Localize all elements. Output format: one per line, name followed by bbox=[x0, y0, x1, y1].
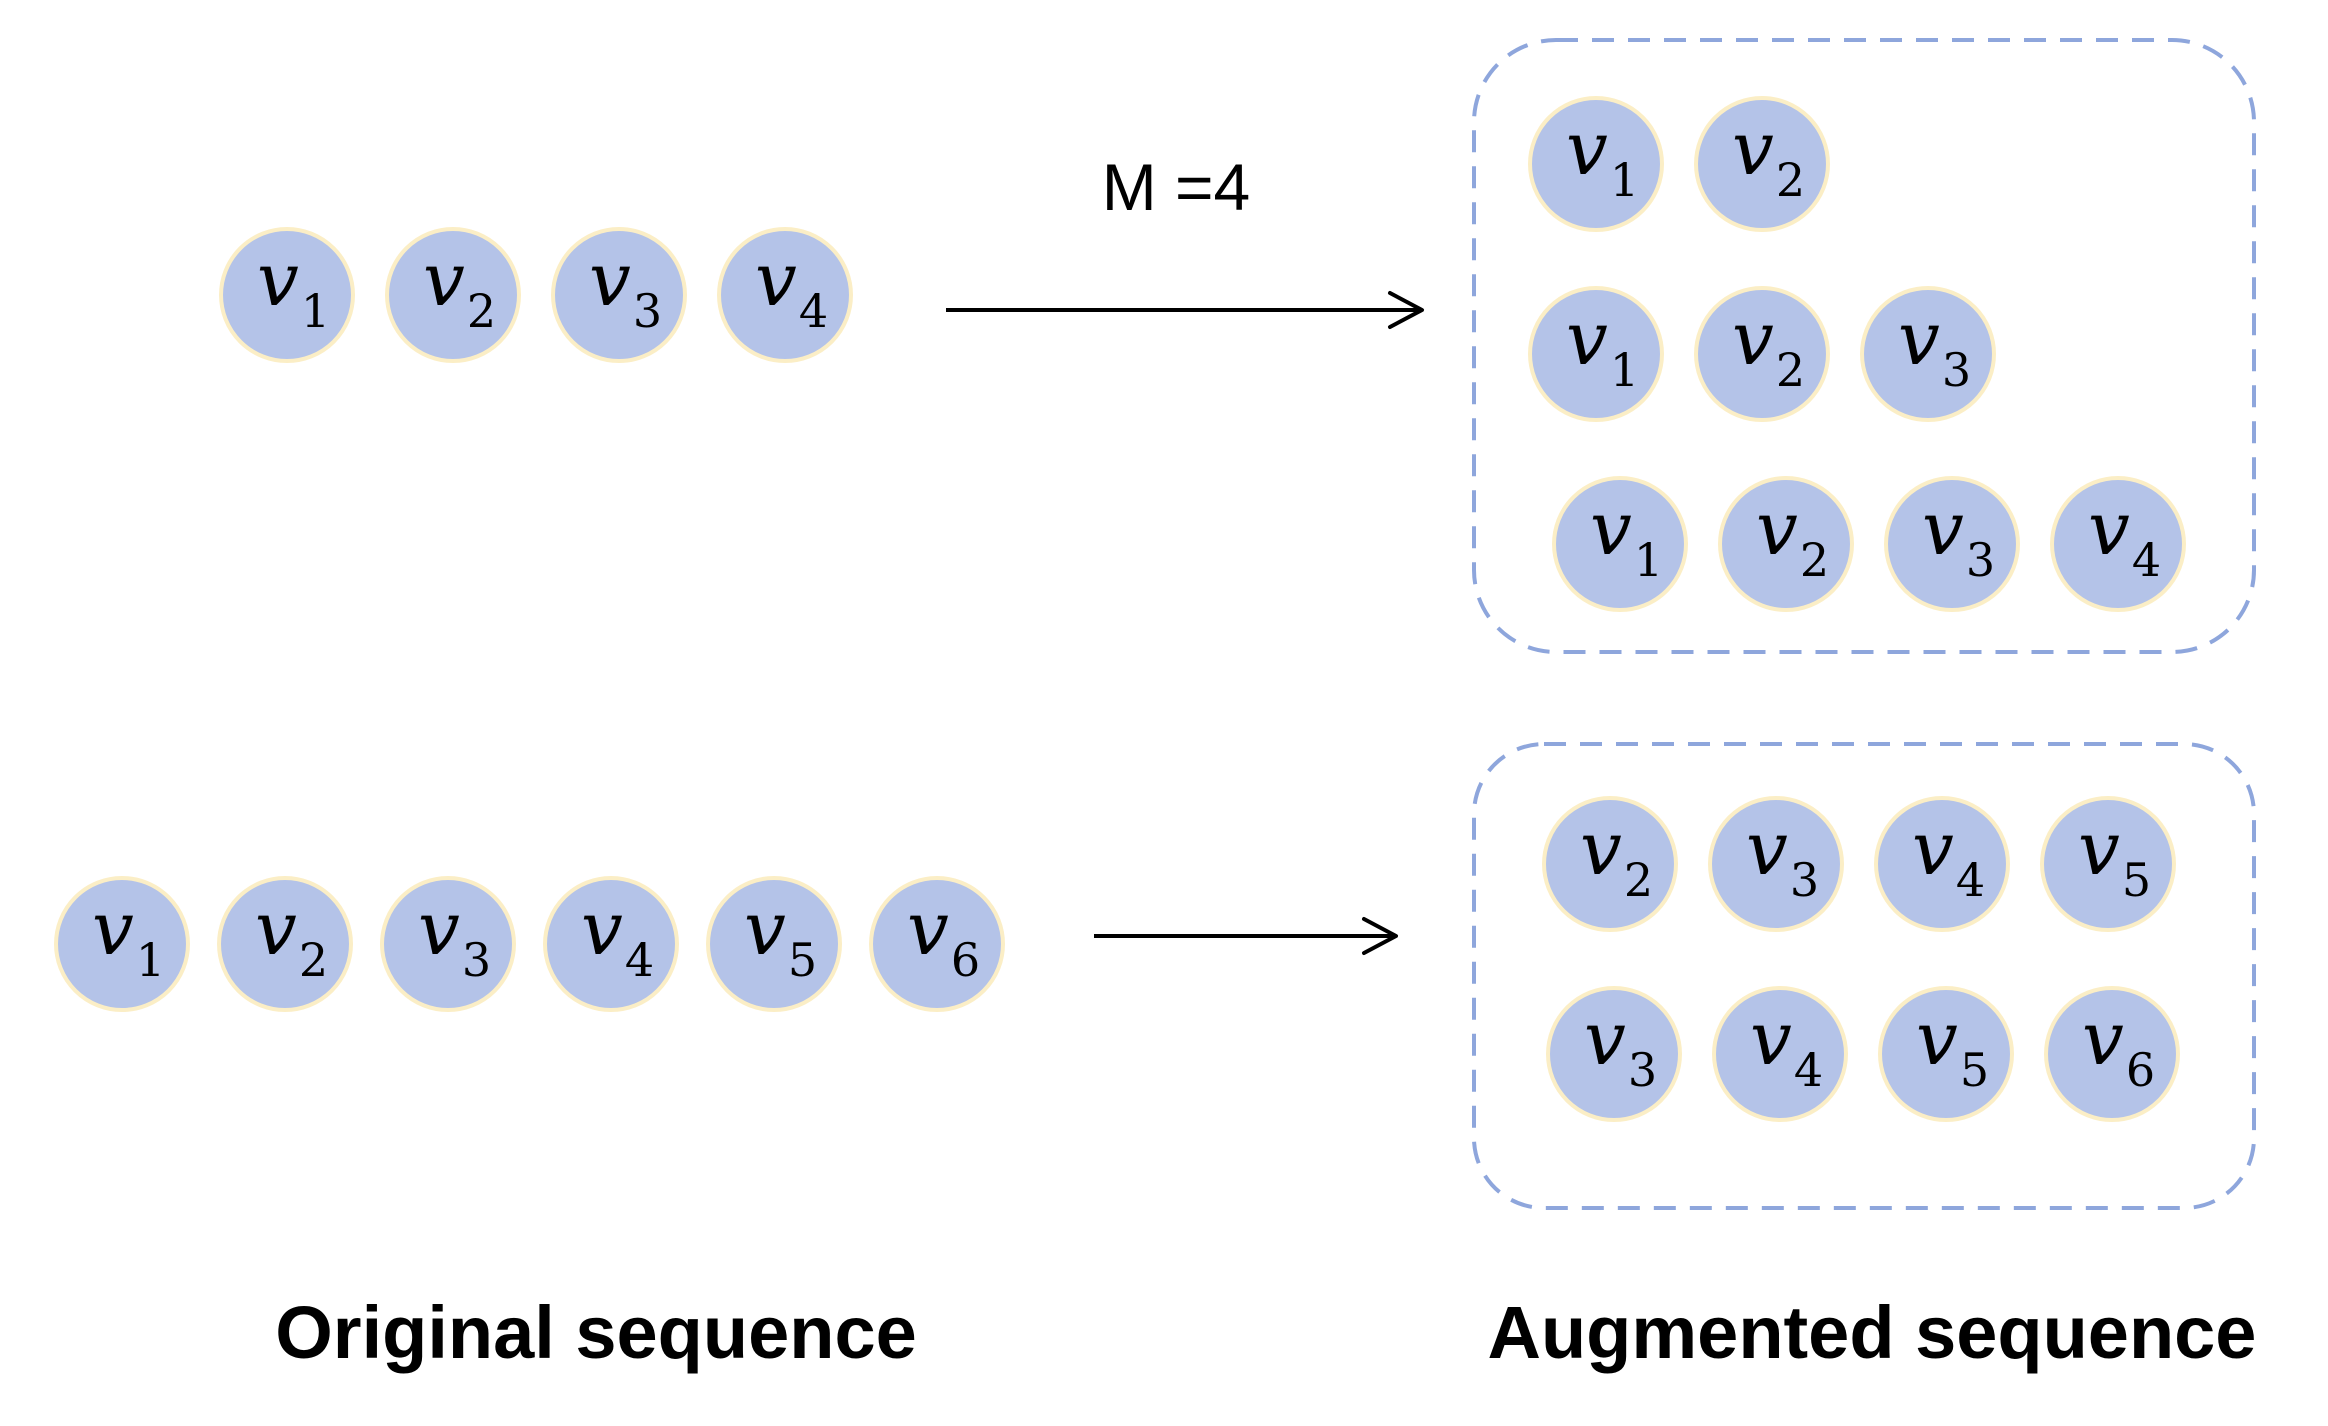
augmented-group-box-top bbox=[1472, 38, 2256, 654]
node-circle bbox=[1874, 796, 2010, 932]
sequence-node: v1 bbox=[1528, 96, 1664, 232]
node-label: v1 bbox=[1566, 296, 1639, 397]
node-circle bbox=[706, 876, 842, 1012]
node-label: v1 bbox=[257, 237, 330, 338]
sequence-node: v2 bbox=[385, 227, 521, 363]
sequence-node: v4 bbox=[1874, 796, 2010, 932]
node-label: v2 bbox=[423, 237, 496, 338]
node-label: v6 bbox=[2082, 996, 2155, 1097]
node-label: v1 bbox=[1566, 106, 1639, 207]
sequence-node: v3 bbox=[551, 227, 687, 363]
node-label: v3 bbox=[1746, 806, 1819, 907]
sequence-node: v2 bbox=[217, 876, 353, 1012]
node-label: v6 bbox=[907, 886, 980, 987]
node-circle bbox=[1694, 286, 1830, 422]
node-label: v3 bbox=[418, 886, 491, 987]
node-circle bbox=[1708, 796, 1844, 932]
node-label: v1 bbox=[92, 886, 165, 987]
sequence-node: v4 bbox=[1712, 986, 1848, 1122]
sequence-node: v2 bbox=[1542, 796, 1678, 932]
node-label: v5 bbox=[2078, 806, 2151, 907]
node-circle bbox=[219, 227, 355, 363]
caption-augmented-sequence: Augmented sequence bbox=[1488, 1291, 2257, 1374]
sequence-node: v4 bbox=[717, 227, 853, 363]
sequence-node: v1 bbox=[1552, 476, 1688, 612]
node-label: v2 bbox=[1732, 106, 1805, 207]
node-circle bbox=[717, 227, 853, 363]
node-label: v2 bbox=[255, 886, 328, 987]
node-circle bbox=[2044, 986, 2180, 1122]
node-circle bbox=[1528, 286, 1664, 422]
node-circle bbox=[869, 876, 1005, 1012]
sequence-node: v3 bbox=[1884, 476, 2020, 612]
node-circle bbox=[1528, 96, 1664, 232]
node-circle bbox=[1860, 286, 1996, 422]
node-circle bbox=[1718, 476, 1854, 612]
node-label: v3 bbox=[1584, 996, 1657, 1097]
node-circle bbox=[2050, 476, 2186, 612]
node-label: v2 bbox=[1580, 806, 1653, 907]
node-circle bbox=[551, 227, 687, 363]
sequence-node: v1 bbox=[219, 227, 355, 363]
node-circle bbox=[380, 876, 516, 1012]
node-label: v3 bbox=[1898, 296, 1971, 397]
node-circle bbox=[2040, 796, 2176, 932]
node-circle bbox=[543, 876, 679, 1012]
node-circle bbox=[385, 227, 521, 363]
nodes-layer: v1 v2 v3 v4 v1 v2 v3 v4 v5 v6 v1 v2 v1 v2 v3 v1 v2 v3 v4 v2… bbox=[54, 96, 2186, 1122]
sequence-node: v3 bbox=[380, 876, 516, 1012]
sequence-node: v4 bbox=[543, 876, 679, 1012]
sequence-node: v5 bbox=[2040, 796, 2176, 932]
augmented-group-box-bottom bbox=[1472, 742, 2256, 1210]
node-label: v5 bbox=[744, 886, 817, 987]
sequence-node: v6 bbox=[869, 876, 1005, 1012]
sequence-node: v1 bbox=[1528, 286, 1664, 422]
sequence-node: v1 bbox=[54, 876, 190, 1012]
sequence-node: v6 bbox=[2044, 986, 2180, 1122]
node-label: v5 bbox=[1916, 996, 1989, 1097]
node-circle bbox=[1878, 986, 2014, 1122]
node-label: v1 bbox=[1590, 486, 1663, 587]
node-label: v4 bbox=[1912, 806, 1985, 907]
sequence-node: v3 bbox=[1546, 986, 1682, 1122]
sequence-node: v2 bbox=[1694, 286, 1830, 422]
sequence-node: v5 bbox=[1878, 986, 2014, 1122]
node-circle bbox=[217, 876, 353, 1012]
node-circle bbox=[1712, 986, 1848, 1122]
node-label: v4 bbox=[2088, 486, 2161, 587]
arrow-bottom bbox=[1094, 917, 1398, 955]
sequence-node: v3 bbox=[1708, 796, 1844, 932]
node-circle bbox=[1542, 796, 1678, 932]
node-label: v3 bbox=[1922, 486, 1995, 587]
sequence-node: v5 bbox=[706, 876, 842, 1012]
node-label: v2 bbox=[1756, 486, 1829, 587]
node-label: v4 bbox=[581, 886, 654, 987]
node-label: v4 bbox=[1750, 996, 1823, 1097]
sequence-node: v2 bbox=[1694, 96, 1830, 232]
node-label: v2 bbox=[1732, 296, 1805, 397]
m-parameter-label: M =4 bbox=[1102, 150, 1251, 224]
caption-original-sequence: Original sequence bbox=[275, 1291, 917, 1374]
arrow-top bbox=[946, 291, 1424, 329]
node-circle bbox=[54, 876, 190, 1012]
node-circle bbox=[1884, 476, 2020, 612]
node-circle bbox=[1552, 476, 1688, 612]
sequence-node: v2 bbox=[1718, 476, 1854, 612]
node-circle bbox=[1546, 986, 1682, 1122]
sequence-node: v3 bbox=[1860, 286, 1996, 422]
node-label: v3 bbox=[589, 237, 662, 338]
node-label: v4 bbox=[755, 237, 828, 338]
sequence-node: v4 bbox=[2050, 476, 2186, 612]
node-circle bbox=[1694, 96, 1830, 232]
